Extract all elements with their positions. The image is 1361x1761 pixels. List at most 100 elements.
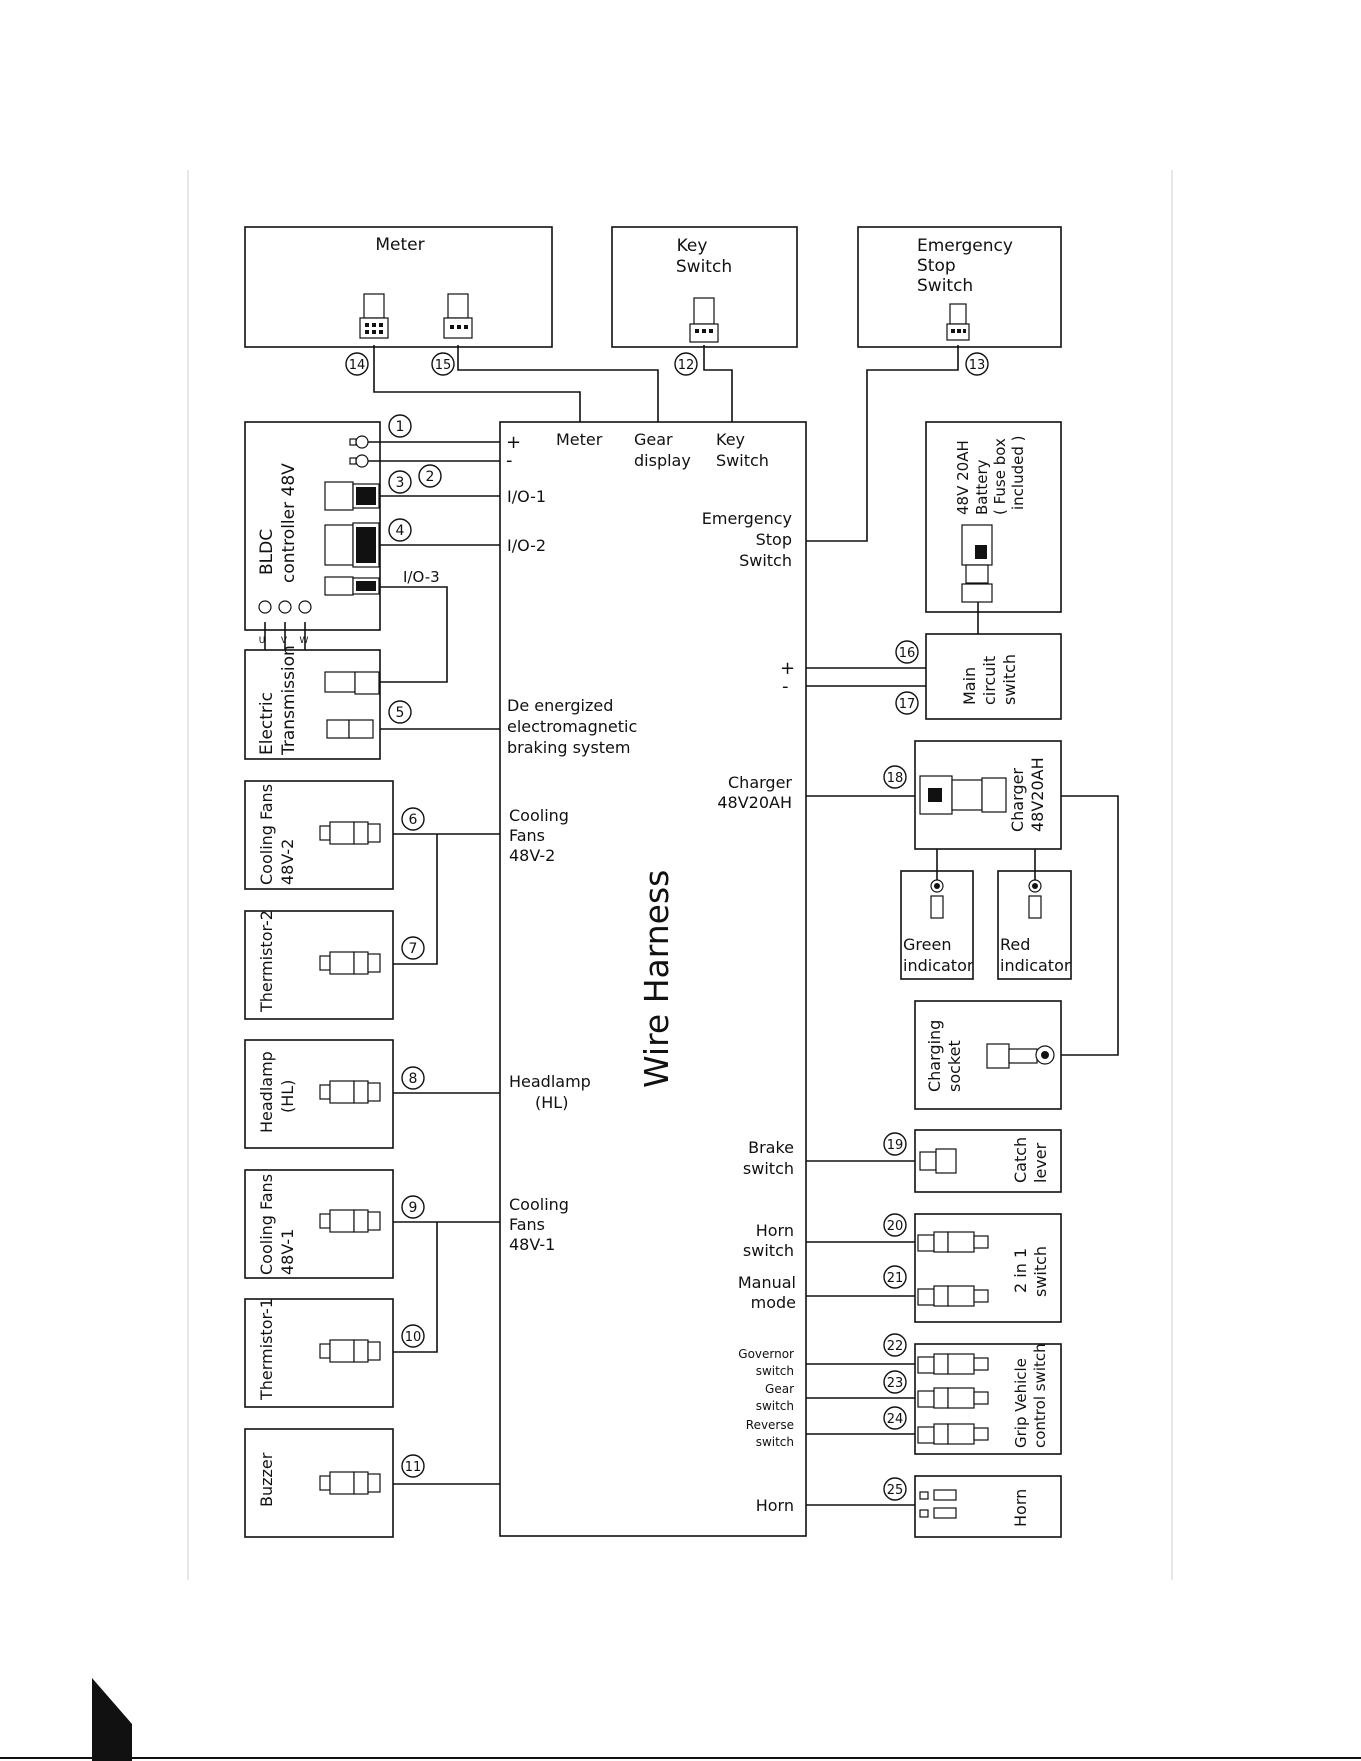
connector-number: 21 xyxy=(883,1265,907,1289)
harness-horn-label: Horn xyxy=(756,1496,794,1515)
svg-text:16: 16 xyxy=(899,646,916,661)
svg-text:15: 15 xyxy=(435,358,452,373)
connector-number: 8 xyxy=(401,1066,425,1090)
meter-label: Meter xyxy=(375,235,424,255)
harness-minus: - xyxy=(506,450,513,471)
thermistor-1-box xyxy=(244,1298,394,1408)
svg-text:1: 1 xyxy=(396,419,405,435)
connector-number: 1 xyxy=(388,414,412,438)
harness-main-plus: + xyxy=(780,658,795,679)
connector-number: 17 xyxy=(895,691,919,715)
connector-number: 4 xyxy=(388,518,412,542)
main-circuit-switch-label: Maincircuitswitch xyxy=(960,654,1019,705)
svg-text:10: 10 xyxy=(405,1330,422,1345)
thermistor-2-box xyxy=(244,910,394,1020)
horn-box xyxy=(914,1475,1062,1538)
svg-text:21: 21 xyxy=(887,1271,904,1286)
battery-box xyxy=(925,421,1062,613)
svg-text:4: 4 xyxy=(396,523,405,539)
electric-transmission-box xyxy=(244,649,381,760)
svg-text:9: 9 xyxy=(409,1200,418,1216)
headlamp-label: Headlamp(HL) xyxy=(257,1051,297,1133)
connector-number: 5 xyxy=(388,700,412,724)
svg-text:7: 7 xyxy=(409,941,418,957)
bldc-controller-box xyxy=(244,421,381,631)
grip-control-switch-label: Grip Vehiclecontrol switch xyxy=(1012,1343,1049,1448)
wire-harness-title: Wire Harness xyxy=(637,870,676,1088)
main-circuit-switch-box xyxy=(925,633,1062,720)
connector-number: 12 xyxy=(674,352,698,376)
harness-headlamp-label: Headlamp(HL) xyxy=(509,1072,591,1112)
svg-text:11: 11 xyxy=(405,1460,422,1475)
connector-number: 18 xyxy=(883,765,907,789)
svg-text:8: 8 xyxy=(409,1071,418,1087)
svg-text:6: 6 xyxy=(409,812,418,828)
cooling-fans-2-box xyxy=(244,780,394,890)
connector-number: 24 xyxy=(883,1406,907,1430)
svg-text:5: 5 xyxy=(396,705,405,721)
cooling-fans-1-box xyxy=(244,1169,394,1279)
io3-label: I/O-3 xyxy=(403,568,440,586)
connector-number: 19 xyxy=(883,1132,907,1156)
svg-text:22: 22 xyxy=(887,1339,904,1354)
connector-number: 6 xyxy=(401,807,425,831)
battery-label: 48V 20AHBattery( Fuse boxincluded ) xyxy=(954,436,1027,516)
headlamp-box xyxy=(244,1039,394,1149)
connector-number: 11 xyxy=(401,1454,425,1478)
component-boxes xyxy=(244,226,1072,1538)
connector-number: 10 xyxy=(401,1324,425,1348)
svg-text:14: 14 xyxy=(349,358,366,373)
charging-socket-label: Chargingsocket xyxy=(925,1020,964,1092)
meter-box xyxy=(244,226,553,348)
uvw-w: W xyxy=(300,636,309,646)
grip-control-switch-box xyxy=(914,1343,1062,1455)
connector-number: 25 xyxy=(883,1477,907,1501)
connector-number: 9 xyxy=(401,1195,425,1219)
svg-text:17: 17 xyxy=(899,697,916,712)
charger-box xyxy=(914,740,1062,850)
svg-text:23: 23 xyxy=(887,1376,904,1391)
svg-text:20: 20 xyxy=(887,1219,904,1234)
two-in-one-switch-label: 2 in 1switch xyxy=(1011,1246,1050,1297)
svg-text:24: 24 xyxy=(887,1412,904,1427)
connector-number: 22 xyxy=(883,1333,907,1357)
uvw-v: V xyxy=(281,636,288,646)
svg-text:13: 13 xyxy=(969,358,986,373)
harness-meter-label: Meter xyxy=(556,430,603,449)
svg-text:19: 19 xyxy=(887,1138,904,1153)
svg-text:12: 12 xyxy=(678,358,695,373)
connector-number: 2 xyxy=(418,464,442,488)
connector-number: 3 xyxy=(388,470,412,494)
svg-text:3: 3 xyxy=(396,475,405,491)
harness-main-minus: - xyxy=(782,676,789,697)
connector-number: 20 xyxy=(883,1213,907,1237)
connector-number: 15 xyxy=(431,352,455,376)
connector-number: 7 xyxy=(401,936,425,960)
connector-number: 16 xyxy=(895,640,919,664)
svg-text:2: 2 xyxy=(426,469,435,485)
catch-lever-label: Catchlever xyxy=(1011,1137,1050,1183)
two-in-one-switch-box xyxy=(914,1213,1062,1323)
svg-text:18: 18 xyxy=(887,771,904,786)
page-corner-mark xyxy=(92,1678,132,1761)
